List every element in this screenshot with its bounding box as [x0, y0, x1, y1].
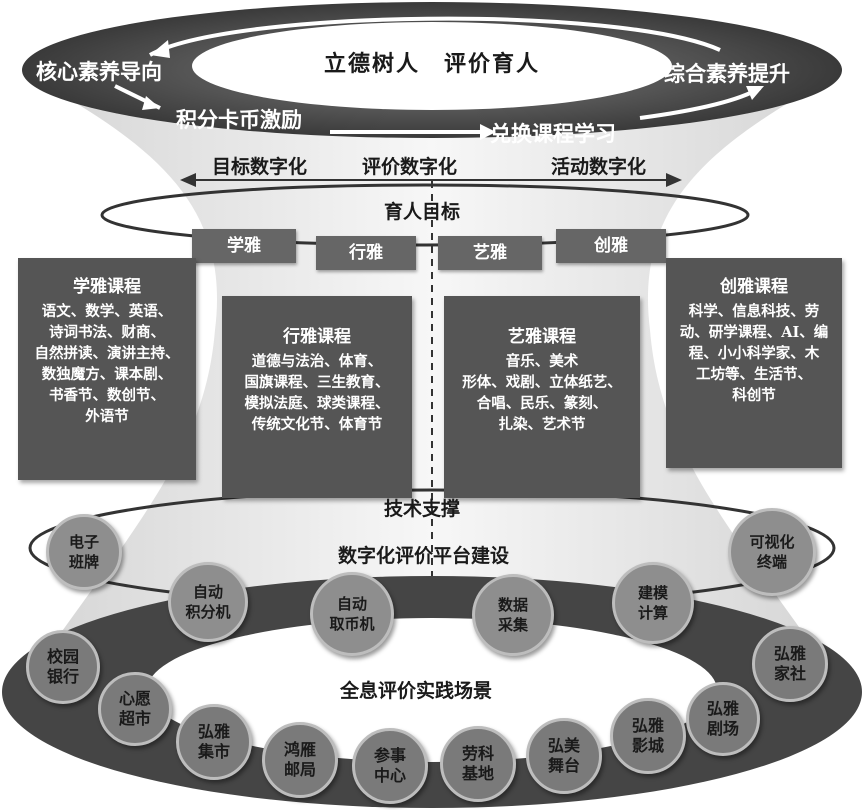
incentive-label: 积分卡币激励 — [176, 104, 302, 134]
node-line: 建模 — [638, 583, 668, 603]
node-line: 劳科 — [462, 744, 494, 764]
xingya-line: 道德与法治、体育、 — [222, 351, 412, 372]
node-line: 弘雅 — [198, 722, 230, 742]
chuangya-line: 科学、信息科技、劳 — [666, 301, 842, 322]
activity-digitization-label: 活动数字化 — [551, 152, 646, 179]
yiya-course-box: 艺雅课程 音乐、美术 形体、戏剧、立体纸艺、 合唱、民乐、篆刻、 扎染、艺术节 — [444, 296, 640, 498]
core-literacy-label: 核心素养导向 — [36, 56, 162, 86]
xingya-course-title: 行雅课程 — [222, 322, 412, 347]
scenes-title: 全息评价实践场景 — [340, 676, 492, 703]
tag-yiya: 艺雅 — [438, 236, 542, 270]
scene-node-art-stage: 弘美舞台 — [526, 718, 602, 794]
xingya-line: 国旗课程、三生教育、 — [222, 372, 412, 393]
chuangya-line: 工坊等、生活节、 — [666, 364, 842, 385]
xueya-line: 数独魔方、课本剧、 — [18, 364, 196, 385]
xingya-line: 传统文化节、体育节 — [222, 414, 412, 435]
yiya-line: 合唱、民乐、篆刻、 — [444, 393, 640, 414]
education-goal-title: 育人目标 — [384, 197, 460, 224]
xueya-line: 书香节、数创节、 — [18, 385, 196, 406]
node-line: 弘雅 — [774, 644, 806, 664]
node-line: 银行 — [47, 667, 79, 687]
xingya-line: 模拟法庭、球类课程、 — [222, 393, 412, 414]
scene-node-hongya-fair: 弘雅集市 — [176, 704, 252, 780]
node-line: 校园 — [47, 647, 79, 667]
xueya-line: 诗词书法、财商、 — [18, 322, 196, 343]
chuangya-line: 科创节 — [666, 385, 842, 406]
chuangya-course-title: 创雅课程 — [666, 272, 842, 297]
tag-xueya: 学雅 — [192, 229, 296, 263]
xingya-course-box: 行雅课程 道德与法治、体育、 国旗课程、三生教育、 模拟法庭、球类课程、 传统文… — [222, 296, 412, 498]
node-line: 可视化 — [749, 532, 794, 552]
goal-digitization-label: 目标数字化 — [212, 152, 307, 179]
tag-chuangya: 创雅 — [556, 229, 666, 263]
node-line: 中心 — [374, 766, 406, 786]
scene-node-theater: 弘雅剧场 — [686, 682, 760, 756]
evaluation-digitization-label: 评价数字化 — [362, 152, 457, 179]
node-line: 积分机 — [185, 602, 230, 622]
chuangya-course-box: 创雅课程 科学、信息科技、劳 动、研学课程、AI、编 程、小小科学家、木 工坊等… — [666, 258, 842, 468]
tech-node-auto-coin-machine: 自动取币机 — [310, 572, 394, 656]
node-line: 邮局 — [284, 760, 316, 780]
tech-node-auto-points-machine: 自动积分机 — [168, 562, 248, 642]
node-line: 基地 — [462, 764, 494, 784]
scene-node-campus-bank: 校园银行 — [26, 630, 100, 704]
platform-title: 数字化评价平台建设 — [338, 541, 509, 568]
tech-node-visual-terminal: 可视化终端 — [728, 508, 816, 596]
chuangya-line: 程、小小科学家、木 — [666, 343, 842, 364]
yiya-line: 扎染、艺术节 — [444, 414, 640, 435]
tech-support-title: 技术支撑 — [384, 494, 460, 521]
overall-literacy-label: 综合素养提升 — [664, 58, 790, 88]
tech-node-modeling: 建模计算 — [612, 562, 694, 644]
node-line: 弘雅 — [707, 699, 739, 719]
node-line: 鸿雁 — [284, 740, 316, 760]
node-line: 取币机 — [329, 614, 374, 634]
node-line: 剧场 — [707, 719, 739, 739]
node-line: 影城 — [632, 736, 664, 756]
node-line: 弘美 — [548, 736, 580, 756]
node-line: 数据 — [498, 595, 528, 615]
exchange-label: 兑换课程学习 — [490, 118, 616, 148]
tech-node-data-collection: 数据采集 — [472, 574, 554, 656]
node-line: 集市 — [198, 742, 230, 762]
node-line: 计算 — [638, 603, 668, 623]
node-line: 自动 — [329, 594, 374, 614]
node-line: 班牌 — [69, 552, 99, 572]
node-line: 终端 — [749, 552, 794, 572]
xueya-course-box: 学雅课程 语文、数学、英语、 诗词书法、财商、 自然拼读、演讲主持、 数独魔方、… — [18, 258, 196, 480]
node-line: 弘雅 — [632, 716, 664, 736]
node-line: 舞台 — [548, 756, 580, 776]
node-line: 家社 — [774, 664, 806, 684]
yiya-course-title: 艺雅课程 — [444, 322, 640, 347]
xueya-line: 外语节 — [18, 406, 196, 427]
scene-node-labor-base: 劳科基地 — [440, 726, 516, 802]
node-line: 参事 — [374, 746, 406, 766]
node-line: 心愿 — [119, 689, 151, 709]
yiya-line: 形体、戏剧、立体纸艺、 — [444, 372, 640, 393]
scene-node-cinema: 弘雅影城 — [610, 698, 686, 774]
yiya-line: 音乐、美术 — [444, 351, 640, 372]
scene-node-family-society: 弘雅家社 — [752, 626, 828, 702]
chuangya-line: 动、研学课程、AI、编 — [666, 322, 842, 343]
scene-node-council-center: 参事中心 — [352, 728, 428, 804]
scene-node-wish-market: 心愿超市 — [98, 672, 172, 746]
node-line: 超市 — [119, 709, 151, 729]
xueya-course-title: 学雅课程 — [18, 272, 196, 297]
node-line: 采集 — [498, 615, 528, 635]
tech-node-e-class-board: 电子班牌 — [46, 514, 122, 590]
node-line: 电子 — [69, 532, 99, 552]
node-line: 自动 — [185, 582, 230, 602]
xueya-line: 语文、数学、英语、 — [18, 301, 196, 322]
tag-xingya: 行雅 — [316, 236, 416, 270]
xueya-line: 自然拼读、演讲主持、 — [18, 343, 196, 364]
scene-node-post-office: 鸿雁邮局 — [262, 722, 338, 798]
